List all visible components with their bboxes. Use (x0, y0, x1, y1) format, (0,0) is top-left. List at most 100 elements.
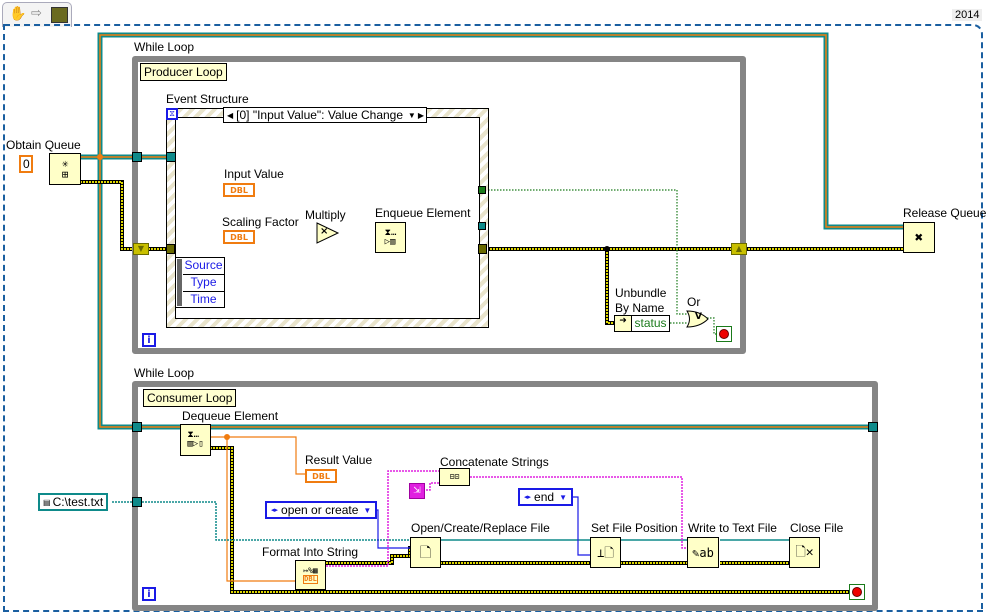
event-bool-tunnel (478, 186, 486, 194)
stop-icon (852, 587, 862, 597)
event-structure-label: Event Structure (166, 92, 249, 106)
next-case-arrow-icon[interactable]: ▶ (417, 110, 424, 120)
event-queue-tunnel-right (478, 222, 486, 230)
producer-while-loop[interactable] (132, 56, 746, 354)
event-data-type[interactable]: Type (183, 275, 224, 292)
event-case-text: [0] "Input Value": Value Change (236, 108, 404, 122)
string-constant[interactable]: ⇲ (409, 483, 425, 499)
scaling-factor-label: Scaling Factor (222, 215, 299, 229)
shift-register-right: ▲ (731, 243, 747, 255)
enqueue-element-node[interactable]: ⧗…▷▥ (375, 222, 406, 253)
hand-tool-icon[interactable]: ✋ (9, 6, 27, 22)
consumer-loop-name: Consumer Loop (143, 389, 237, 407)
consumer-while-loop-label: While Loop (134, 366, 195, 380)
case-dropdown-icon[interactable]: ▼ (407, 110, 416, 120)
producer-iteration-terminal: i (142, 333, 156, 347)
consumer-queue-tunnel-right (868, 422, 878, 432)
path-wire (112, 501, 410, 541)
file-path-value: C:\test.txt (52, 495, 104, 509)
multiply-label: Multiply (305, 208, 346, 222)
wire-junction (97, 154, 103, 160)
wire-junction (604, 246, 610, 252)
event-queue-tunnel-left (166, 152, 176, 162)
close-file-node[interactable]: 🗋✕ (789, 537, 820, 568)
event-error-tunnel-right (478, 244, 487, 254)
format-glyph: ↦%▦ (303, 565, 318, 575)
or-node[interactable] (686, 310, 710, 328)
open-file-label: Open/Create/Replace File (411, 521, 550, 535)
input-value-label: Input Value (224, 167, 284, 181)
obtain-queue-label: Obtain Queue (6, 138, 81, 152)
event-data-time[interactable]: Time (190, 292, 217, 306)
obtain-queue-node[interactable]: ✳⊞ (49, 153, 81, 185)
queue-size-constant[interactable]: 0 (19, 155, 33, 173)
shift-register-left: ▼ (133, 243, 149, 255)
prev-case-arrow-icon[interactable]: ◀ (227, 110, 234, 120)
scaling-factor-terminal[interactable]: DBL (223, 230, 255, 244)
version-label: 2014 (952, 9, 983, 21)
result-value-indicator[interactable]: DBL (305, 469, 337, 483)
open-mode-value: open or create (281, 503, 359, 517)
event-data-bar (177, 259, 182, 306)
unbundle-label-1: Unbundle (615, 286, 667, 300)
or-glyph: V (695, 312, 702, 322)
consumer-stop-terminal[interactable] (849, 584, 865, 600)
release-queue-label: Release Queue (903, 206, 986, 220)
string-wire (326, 470, 690, 567)
producer-while-loop-label: While Loop (134, 40, 195, 54)
event-error-tunnel-left (166, 244, 175, 254)
write-file-label: Write to Text File (688, 521, 777, 535)
arrow-icon[interactable]: ⇨ (31, 6, 42, 21)
event-case-selector[interactable]: ◀ [0] "Input Value": Value Change ▼ ▶ (223, 107, 427, 123)
result-value-label: Result Value (305, 453, 373, 467)
set-position-label: Set File Position (591, 521, 678, 535)
unbundle-field[interactable]: status (634, 316, 667, 330)
producer-loop-name: Producer Loop (140, 63, 227, 81)
wire-junction (224, 434, 230, 440)
close-file-label: Close File (790, 521, 844, 535)
vi-icon[interactable] (51, 7, 68, 23)
enum-dropdown-icon: ▼ (559, 492, 567, 502)
unbundle-arrow-icon: ➜ (615, 316, 632, 331)
consumer-iteration-terminal: i (142, 587, 156, 601)
diagram-frame (3, 24, 983, 612)
toolbar: ✋ ⇨ (2, 2, 72, 27)
format-string-label: Format Into String (262, 545, 359, 559)
multiply-node[interactable] (316, 222, 340, 244)
error-wire (80, 180, 905, 594)
event-timeout-icon: ⧖ (166, 108, 178, 120)
write-text-file-node[interactable]: ✎ab (687, 537, 719, 568)
unbundle-by-name-node[interactable]: ➜ status (614, 315, 670, 332)
enum-dropdown-icon: ▼ (363, 505, 372, 515)
enum-arrows-icon: ◂▸ (271, 507, 279, 514)
bool-wire (482, 189, 720, 335)
position-mode-enum[interactable]: ◂▸ end ▼ (518, 488, 573, 506)
unbundle-label-2: By Name (615, 301, 665, 315)
release-queue-node[interactable]: ✖ (903, 222, 935, 253)
concatenate-label: Concatenate Strings (440, 455, 549, 469)
input-value-terminal[interactable]: DBL (223, 183, 255, 197)
concatenate-strings-node[interactable]: ⊟⊡ (439, 468, 470, 486)
stop-icon (719, 329, 729, 339)
dequeue-label: Dequeue Element (182, 409, 279, 423)
open-file-node[interactable]: 🗋 (410, 537, 441, 568)
position-mode-value: end (534, 490, 555, 504)
enum-arrows-icon: ◂▸ (524, 494, 532, 501)
enqueue-label: Enqueue Element (375, 206, 471, 220)
multiply-glyph: × (320, 226, 329, 237)
open-mode-enum[interactable]: ◂▸ open or create ▼ (265, 501, 378, 519)
producer-stop-terminal[interactable] (716, 326, 732, 342)
path-icon: ▤ (43, 497, 51, 507)
or-label: Or (687, 295, 701, 309)
format-dbl-input: DBL (303, 574, 318, 584)
producer-queue-tunnel (132, 152, 142, 162)
event-data-source[interactable]: Source (183, 258, 224, 275)
dequeue-element-node[interactable]: ⧗…▥▷▯ (180, 424, 211, 456)
consumer-queue-tunnel-left (132, 422, 142, 432)
format-into-string-node[interactable]: ↦%▦ DBL (295, 560, 326, 590)
consumer-path-tunnel (132, 497, 142, 507)
event-structure-inner (175, 117, 480, 319)
set-file-position-node[interactable]: ⊥🗋 (590, 537, 621, 568)
consumer-while-loop[interactable] (132, 381, 878, 611)
file-path-constant[interactable]: ▤ C:\test.txt (38, 493, 109, 511)
